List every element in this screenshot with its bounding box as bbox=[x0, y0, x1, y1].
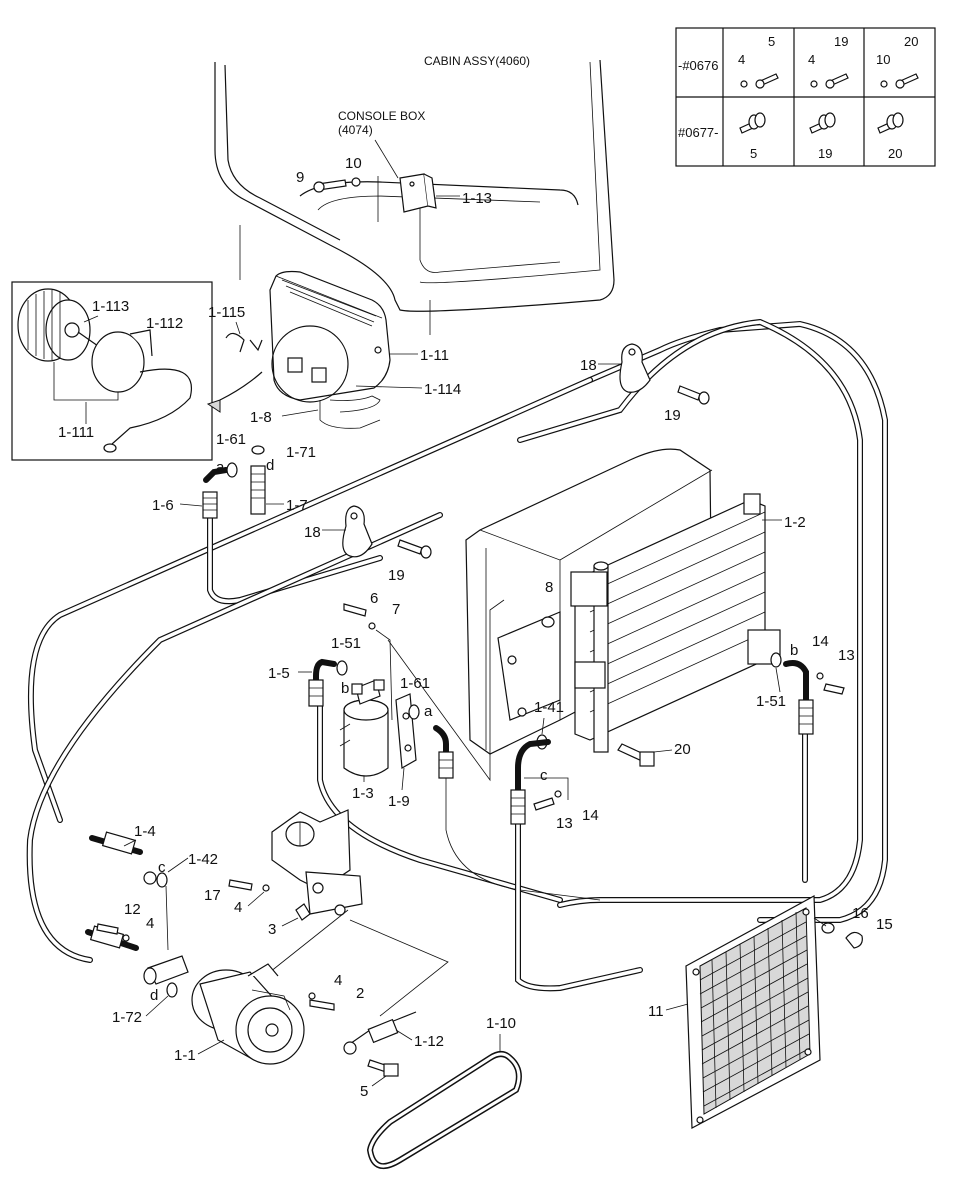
label-1-111: 1-111 bbox=[58, 424, 94, 441]
label-20: 20 bbox=[674, 741, 691, 758]
label-19a: 19 bbox=[664, 407, 681, 424]
label-13b: 13 bbox=[556, 815, 573, 832]
label-15: 15 bbox=[876, 916, 893, 933]
label-18a: 18 bbox=[580, 357, 597, 374]
serial-cell-2b: 19 bbox=[834, 34, 848, 49]
label-8: 8 bbox=[545, 579, 553, 596]
serial-row2-cell-2: 19 bbox=[818, 146, 832, 161]
label-b: b bbox=[341, 680, 349, 697]
label-1-115: 1-115 bbox=[208, 304, 245, 321]
serial-cell-1a: 4 bbox=[738, 52, 745, 67]
serial-row2-label: #0677- bbox=[678, 125, 718, 140]
label-d: d bbox=[266, 457, 274, 474]
label-4b: 4 bbox=[146, 915, 154, 932]
label-1-114: 1-114 bbox=[424, 381, 461, 398]
label-13a: 13 bbox=[838, 647, 855, 664]
cabin-outline: CABIN ASSY(4060) CONSOLE BOX (4074) 1-13… bbox=[214, 54, 615, 335]
serial-row2-cell-3: 20 bbox=[888, 146, 902, 161]
serial-row2-cell-1: 5 bbox=[750, 146, 757, 161]
blower-inset: 1-113 1-112 1-111 bbox=[11, 281, 213, 461]
label-1-61a: 1-61 bbox=[216, 431, 246, 448]
label-1-1: 1-1 bbox=[174, 1047, 196, 1064]
serial-row1-label: -#0676 bbox=[678, 58, 718, 73]
drier-hose-end-1-5: 1-5 bbox=[268, 658, 454, 779]
serial-cell-2a: 4 bbox=[808, 52, 815, 67]
label-1-11: 1-11 bbox=[420, 347, 449, 364]
label-1-8: 1-8 bbox=[250, 409, 272, 426]
label-1-113: 1-113 bbox=[92, 298, 129, 315]
label-4c: 4 bbox=[334, 972, 342, 989]
label-1-42: 1-42 bbox=[188, 851, 218, 868]
compressor: 1-1 4 2 bbox=[143, 955, 364, 1065]
label-5: 5 bbox=[360, 1083, 368, 1100]
clamp-lower: 18 19 bbox=[304, 505, 432, 584]
compressor-bracket: 17 4 3 bbox=[204, 809, 449, 1017]
compressor-wiring: 1-12 5 bbox=[343, 1011, 444, 1100]
label-1-112: 1-112 bbox=[146, 315, 183, 332]
label-2: 2 bbox=[356, 985, 364, 1002]
label-10: 10 bbox=[345, 155, 362, 172]
label-1-72: 1-72 bbox=[112, 1009, 142, 1026]
label-6: 6 bbox=[370, 590, 378, 607]
label-1-3: 1-3 bbox=[352, 785, 374, 802]
receiver-drier: 6 7 1-3 1-9 1-51 b 1-61 a bbox=[331, 590, 505, 810]
label-1-51a: 1-51 bbox=[331, 635, 361, 652]
cabin-title: CABIN ASSY(4060) bbox=[424, 54, 530, 68]
label-d2: d bbox=[150, 987, 158, 1004]
label-3: 3 bbox=[268, 921, 276, 938]
serial-cell-1b: 5 bbox=[768, 34, 775, 49]
guard-screen: 11 16 15 bbox=[648, 895, 893, 1129]
label-14a: 14 bbox=[812, 633, 829, 650]
label-a2: a bbox=[424, 703, 433, 720]
label-12: 12 bbox=[124, 901, 141, 918]
label-1-10: 1-10 bbox=[486, 1015, 516, 1032]
label-1-12: 1-12 bbox=[414, 1033, 444, 1050]
condenser-outlet-fitting: b 14 13 1-51 bbox=[756, 633, 855, 735]
label-14b: 14 bbox=[582, 807, 599, 824]
label-1-13: 1-13 bbox=[462, 190, 492, 207]
condenser-inlet-fitting: 1-41 c 13 14 bbox=[510, 699, 599, 832]
bolt-icon bbox=[740, 73, 919, 89]
serial-cell-3b: 20 bbox=[904, 34, 918, 49]
bolt-icon bbox=[313, 177, 361, 193]
label-1-9: 1-9 bbox=[388, 793, 410, 810]
heater-unit: 1-115 1-11 1-114 1-8 bbox=[206, 270, 461, 429]
compressor-hose-ends: 1-4 c 1-42 12 4 d 1-72 bbox=[85, 823, 218, 1026]
label-a: a bbox=[216, 459, 225, 476]
label-c: c bbox=[540, 767, 548, 784]
serial-table: -#0676 #0677- 4 5 4 19 10 20 5 19 20 bbox=[675, 27, 936, 167]
label-19b: 19 bbox=[388, 567, 405, 584]
console-code: (4074) bbox=[338, 123, 373, 137]
label-11: 11 bbox=[648, 1003, 664, 1020]
label-1-7: 1-7 bbox=[286, 497, 308, 514]
label-1-71: 1-71 bbox=[286, 444, 316, 461]
condenser: 1-2 8 20 bbox=[465, 448, 806, 767]
label-1-4: 1-4 bbox=[134, 823, 156, 840]
label-1-5: 1-5 bbox=[268, 665, 290, 682]
label-17: 17 bbox=[204, 887, 221, 904]
label-9: 9 bbox=[296, 169, 304, 186]
label-16: 16 bbox=[852, 905, 869, 922]
label-1-51b: 1-51 bbox=[756, 693, 786, 710]
label-1-41: 1-41 bbox=[534, 699, 564, 716]
label-c2: c bbox=[158, 859, 166, 876]
flange-bolt-icon bbox=[739, 112, 904, 134]
label-4a: 4 bbox=[234, 899, 242, 916]
hose-end-1-6: 1-61 a 1-6 bbox=[152, 431, 246, 519]
label-18b: 18 bbox=[304, 524, 321, 541]
drive-belt: 1-10 bbox=[366, 1015, 522, 1170]
label-1-6: 1-6 bbox=[152, 497, 174, 514]
serial-cell-3a: 10 bbox=[876, 52, 890, 67]
hose-end-1-7: 1-71 d 1-7 bbox=[250, 444, 316, 515]
hose-loops bbox=[26, 318, 888, 992]
relay-icon bbox=[399, 173, 437, 213]
clamp-upper: 18 19 bbox=[580, 343, 710, 424]
console-title: CONSOLE BOX bbox=[338, 109, 425, 123]
label-1-2: 1-2 bbox=[784, 514, 806, 531]
label-b2: b bbox=[790, 642, 798, 659]
label-7: 7 bbox=[392, 601, 400, 618]
